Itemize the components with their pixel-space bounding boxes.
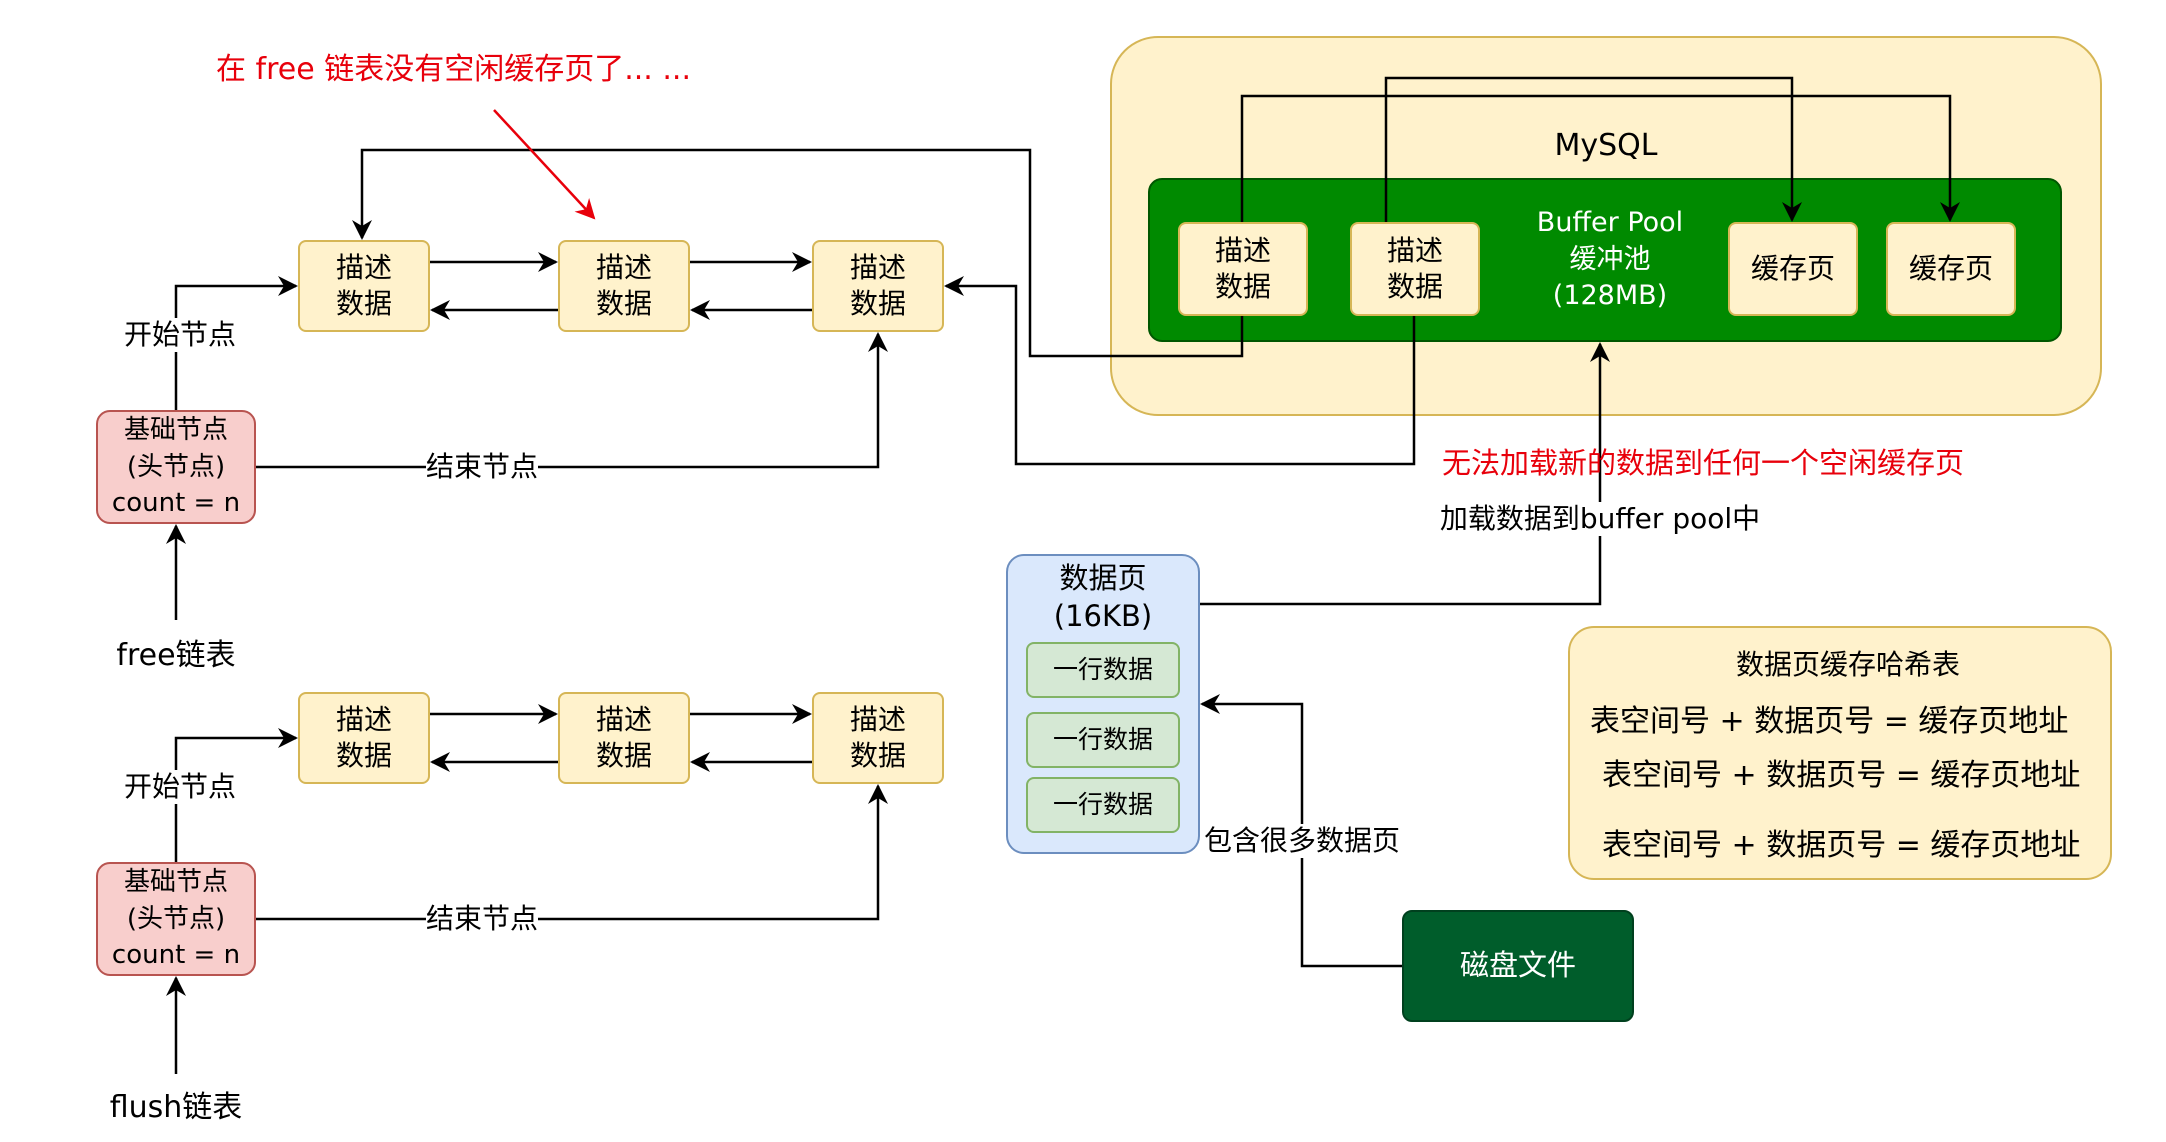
flush-list-head-node: 基础节点 (头节点) count = n — [96, 862, 256, 976]
flush-list-node-2: 描述 数据 — [558, 692, 690, 784]
flush-list-node-1: 描述 数据 — [298, 692, 430, 784]
flush-list-node-3: 描述 数据 — [812, 692, 944, 784]
hash-table-title: 数据页缓存哈希表 — [1735, 648, 1961, 681]
free-list-node-3: 描述 数据 — [812, 240, 944, 332]
free-list-node-2: 描述 数据 — [558, 240, 690, 332]
data-page-row-1: 一行数据 — [1026, 642, 1180, 698]
flush-list-name: flush链表 — [109, 1090, 243, 1125]
data-page-row-3: 一行数据 — [1026, 777, 1180, 833]
cache-page-1: 缓存页 — [1728, 222, 1858, 316]
annotation-load-fail: 无法加载新的数据到任何一个空闲缓存页 — [1442, 446, 1965, 480]
disk-file: 磁盘文件 — [1402, 910, 1634, 1022]
free-list-head-node: 基础节点 (头节点) count = n — [96, 410, 256, 524]
free-head-end — [256, 332, 888, 469]
buffer-pool-descriptor-2: 描述 数据 — [1350, 222, 1480, 316]
hash-table-entry-2: 表空间号 + 数据页号 = 缓存页地址 — [1602, 758, 2081, 793]
free-list-name: free链表 — [116, 638, 236, 673]
mysql-label: MySQL — [1554, 128, 1658, 163]
free-list-start-label: 开始节点 — [123, 318, 237, 352]
data-page-title: 数据页 (16KB) — [1053, 561, 1153, 633]
hash-table-entry-1: 表空间号 + 数据页号 = 缓存页地址 — [1590, 704, 2069, 739]
buffer-pool-descriptor-1: 描述 数据 — [1178, 222, 1308, 316]
free-list-node-1: 描述 数据 — [298, 240, 430, 332]
flush-list-start-label: 开始节点 — [123, 770, 237, 804]
annotation-top: 在 free 链表没有空闲缓存页了... ... — [216, 52, 691, 87]
hash-table — [1568, 626, 2112, 880]
flush-list-end-label: 结束节点 — [425, 902, 539, 936]
load-to-buffer-pool-label: 加载数据到buffer pool中 — [1439, 502, 1761, 536]
data-page-row-2: 一行数据 — [1026, 712, 1180, 768]
buffer-pool-label: Buffer Pool 缓冲池 (128MB) — [1536, 207, 1684, 312]
annotation-arrow — [493, 109, 596, 220]
cache-page-2: 缓存页 — [1886, 222, 2016, 316]
flush-head-end — [256, 784, 888, 921]
free-list-end-label: 结束节点 — [425, 450, 539, 484]
contains-data-pages-label: 包含很多数据页 — [1204, 824, 1401, 858]
hash-table-entry-3: 表空间号 + 数据页号 = 缓存页地址 — [1602, 828, 2081, 863]
